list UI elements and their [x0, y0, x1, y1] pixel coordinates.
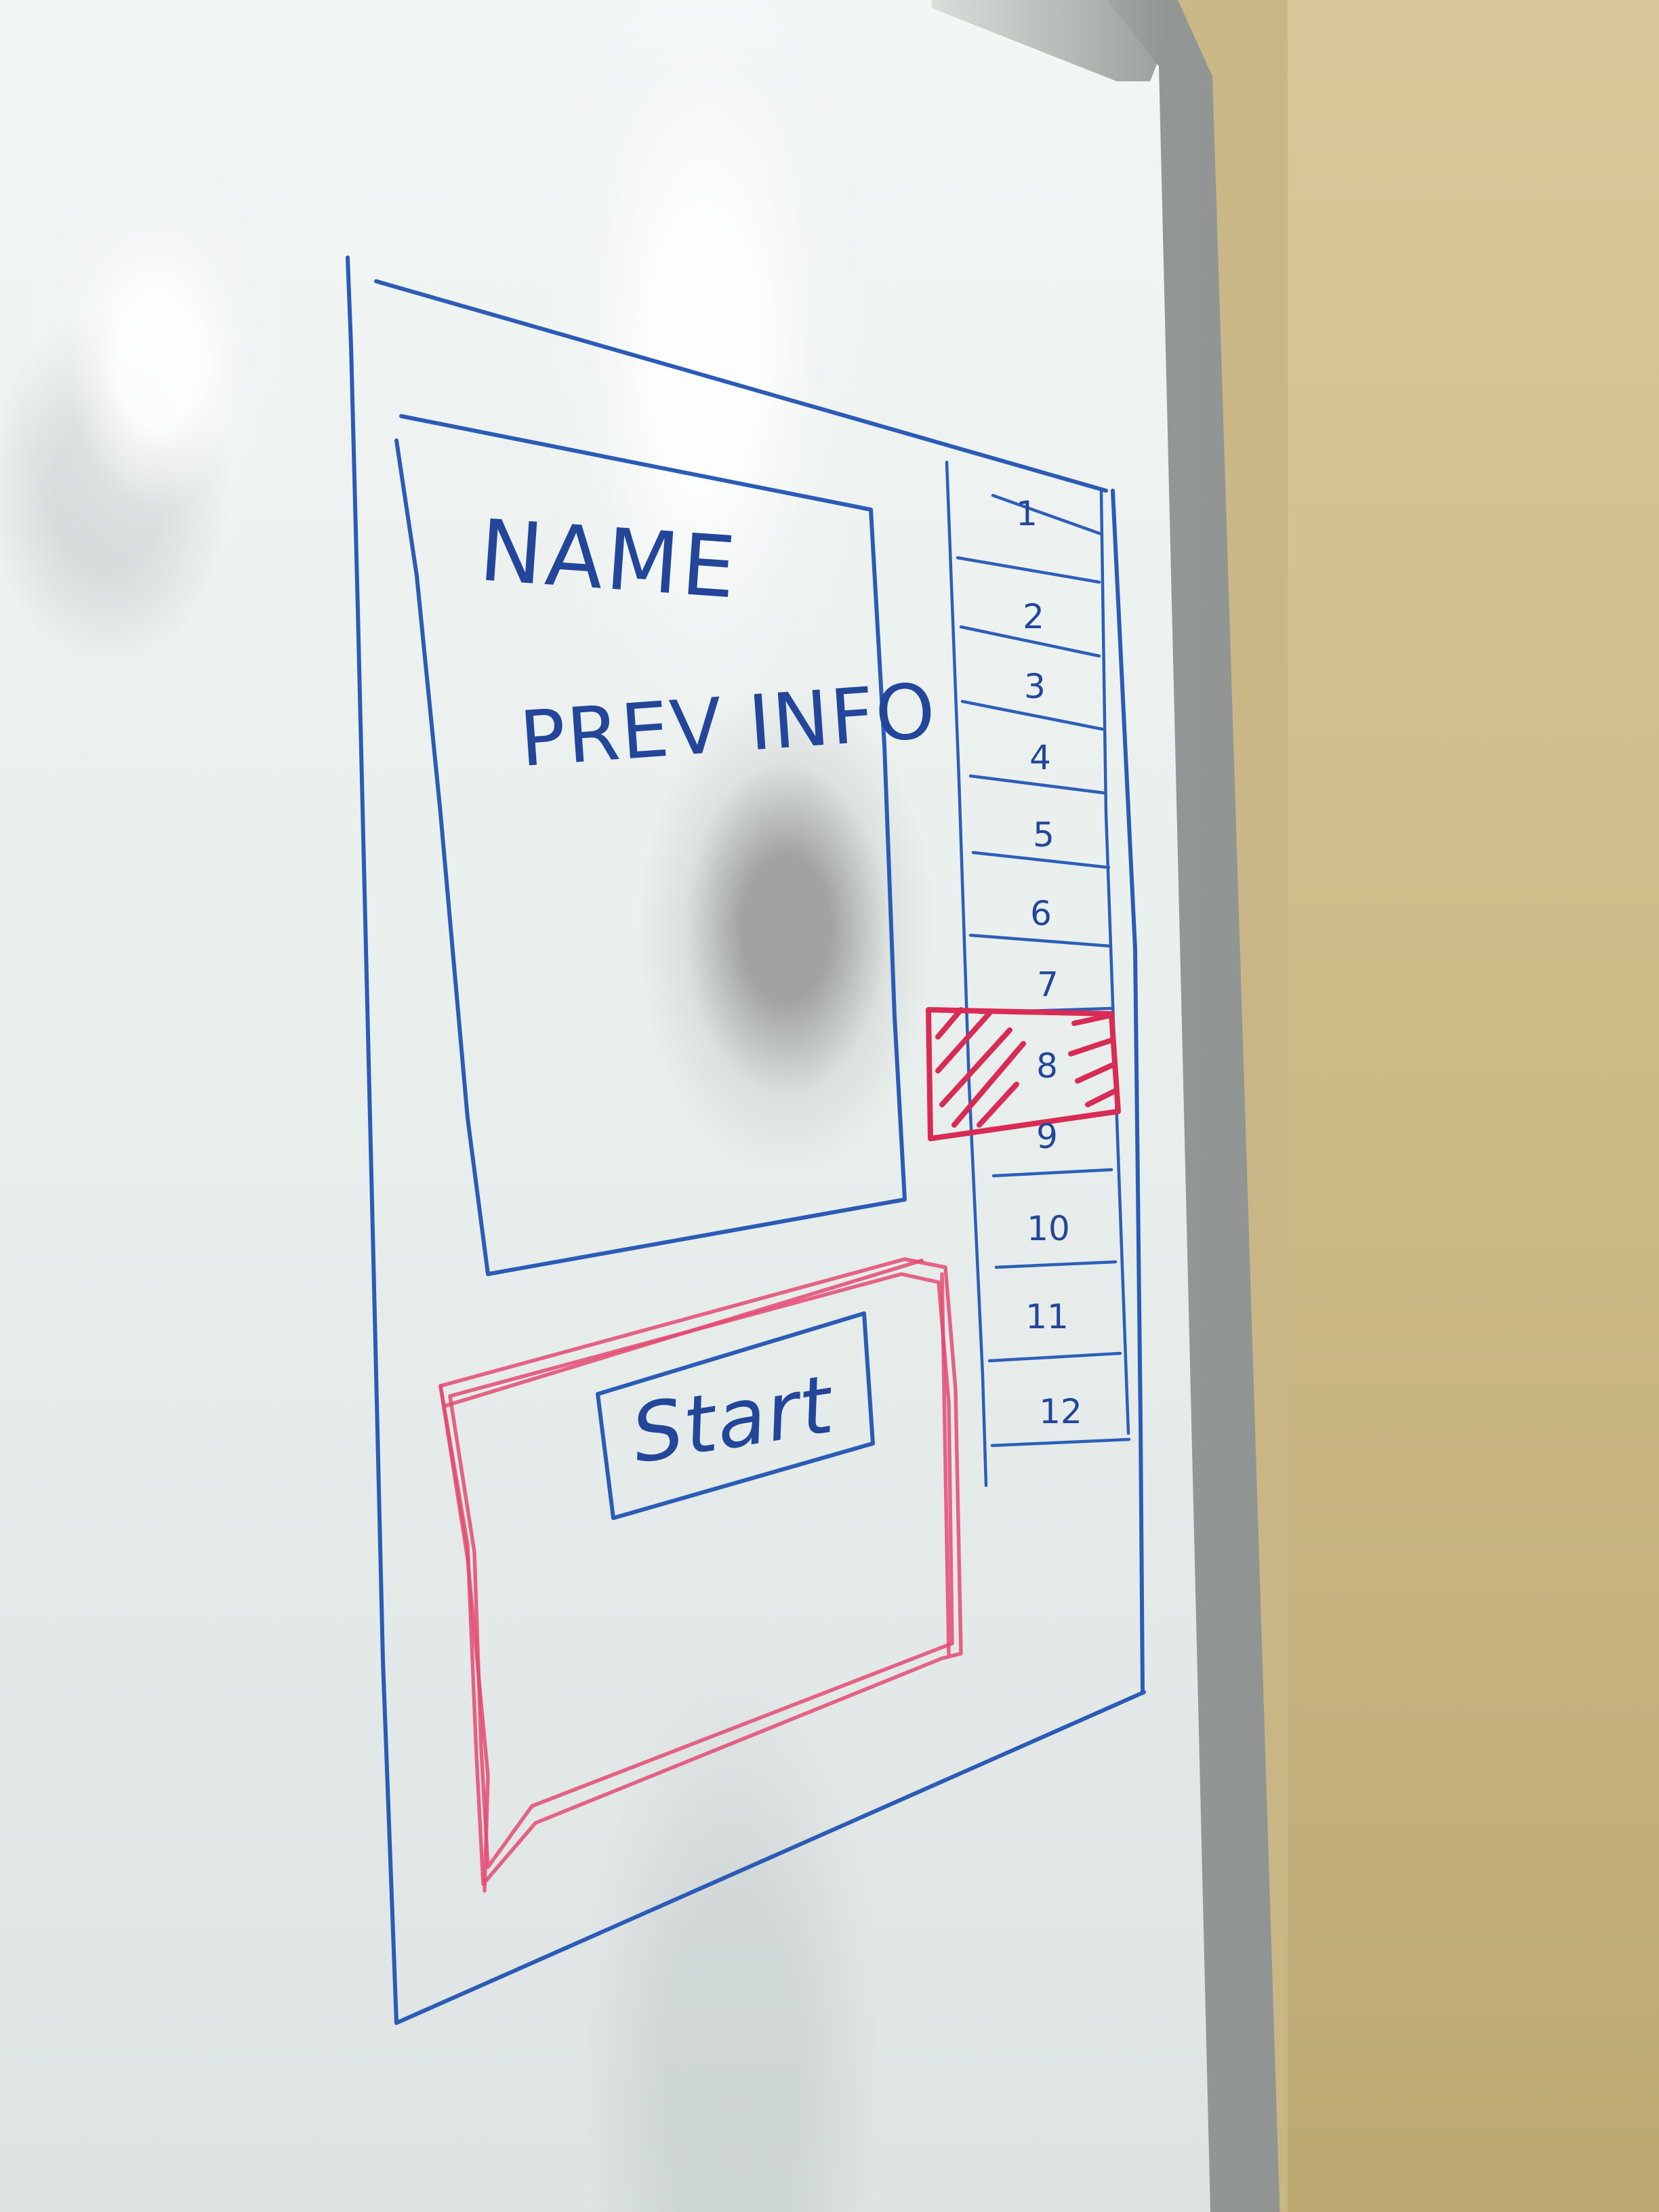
list-row-divider	[991, 493, 1103, 536]
number-list-left-border	[945, 460, 988, 1488]
list-number-4[interactable]: 4	[1029, 738, 1051, 777]
prev-info-label: PREV INFO	[517, 667, 939, 784]
list-row-divider	[968, 774, 1106, 795]
list-number-7[interactable]: 7	[1037, 965, 1059, 1004]
list-row-divider	[990, 1437, 1131, 1448]
list-number-3[interactable]: 3	[1024, 667, 1046, 706]
list-number-1[interactable]: 1	[1016, 494, 1038, 533]
preview-info-panel: NAME PREV INFO	[394, 414, 939, 1276]
list-number-9[interactable]: 9	[1036, 1117, 1058, 1156]
selected-item-highlight-box	[926, 1007, 1121, 1141]
list-number-2[interactable]: 2	[1023, 597, 1044, 636]
list-number-6[interactable]: 6	[1030, 894, 1052, 933]
list-row-divider	[960, 699, 1105, 731]
start-area-outline-pass-3	[438, 1258, 951, 1893]
list-number-10[interactable]: 10	[1027, 1209, 1070, 1248]
list-row-divider	[968, 933, 1112, 948]
number-list-right-border	[1099, 490, 1130, 1435]
whiteboard-surface	[0, 0, 1210, 2212]
list-row-divider	[971, 851, 1111, 869]
start-button-outline	[596, 1311, 875, 1520]
list-row-divider	[956, 556, 1101, 584]
list-number-5[interactable]: 5	[1033, 815, 1054, 855]
wall-background	[1288, 0, 1659, 2212]
numbered-list-column: 1 2 3 4 5 6 7 8 9 10 11 12	[926, 460, 1131, 1488]
list-row-divider	[959, 625, 1101, 658]
selected-item-hatching-left	[935, 1007, 1026, 1128]
selected-list-item-8[interactable]: 8	[926, 1007, 1121, 1141]
list-row-divider	[991, 1168, 1113, 1178]
selected-item-hatching-right	[1068, 1012, 1118, 1107]
list-number-8[interactable]: 8	[1036, 1046, 1058, 1086]
list-row-divider	[987, 1351, 1122, 1363]
outer-screen-frame	[346, 255, 1146, 2025]
list-number-11[interactable]: 11	[1025, 1297, 1069, 1336]
start-area: Start	[438, 1257, 963, 1893]
name-label: NAME	[476, 501, 741, 617]
start-area-outline-pass-1	[438, 1257, 963, 1886]
list-row-divider	[994, 1260, 1118, 1269]
list-number-12[interactable]: 12	[1039, 1392, 1082, 1431]
preview-panel-outline	[394, 414, 907, 1276]
